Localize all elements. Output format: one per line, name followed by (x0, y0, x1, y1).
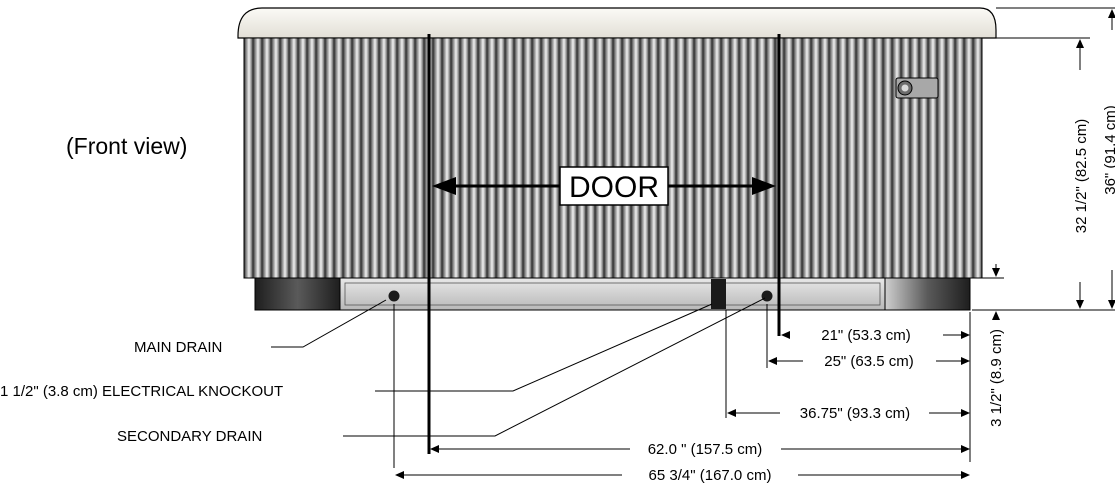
main-drain-mark (388, 290, 400, 302)
spa-cover (237, 7, 997, 39)
secondary-drain-label: SECONDARY DRAIN (117, 428, 262, 445)
dimension-36in: 36" (91.4 cm) (1102, 105, 1115, 195)
spa-cabinet (237, 7, 997, 311)
view-label: (Front view) (66, 133, 187, 159)
door-label-box (559, 166, 669, 206)
dimension-32-5in: 32 1/2" (82.5 cm) (1073, 119, 1090, 234)
vertical-dimension-lines (972, 7, 1115, 318)
base-left (254, 277, 341, 311)
dimension-3-5in: 3 1/2" (8.9 cm) (988, 329, 1005, 427)
dimension-65-75in: 65 3/4" (167.0 cm) (649, 467, 772, 484)
horizontal-dimension-lines (393, 304, 971, 476)
electrical-knockout-label: 1 1/2" (3.8 cm) ELECTRICAL KNOCKOUT (0, 383, 283, 400)
door-latch-icon (895, 77, 939, 99)
secondary-drain-mark (761, 290, 773, 302)
cabinet-panel (243, 37, 983, 279)
base-right (884, 277, 971, 311)
dimension-25in: 25" (63.5 cm) (824, 353, 914, 370)
vertical-dimension-arrows (992, 9, 1115, 320)
horizontal-dimension-arrows (395, 331, 970, 479)
electrical-knockout-mark (711, 279, 726, 309)
dimension-36-75in: 36.75" (93.3 cm) (800, 405, 910, 422)
callout-leaders (271, 297, 766, 437)
door-dimension (427, 34, 781, 454)
dimension-62in: 62.0 " (157.5 cm) (648, 441, 763, 458)
dimension-21in: 21" (53.3 cm) (821, 327, 911, 344)
main-drain-label: MAIN DRAIN (134, 339, 222, 356)
door-label: DOOR (569, 171, 659, 204)
base-center-inner (344, 282, 881, 306)
